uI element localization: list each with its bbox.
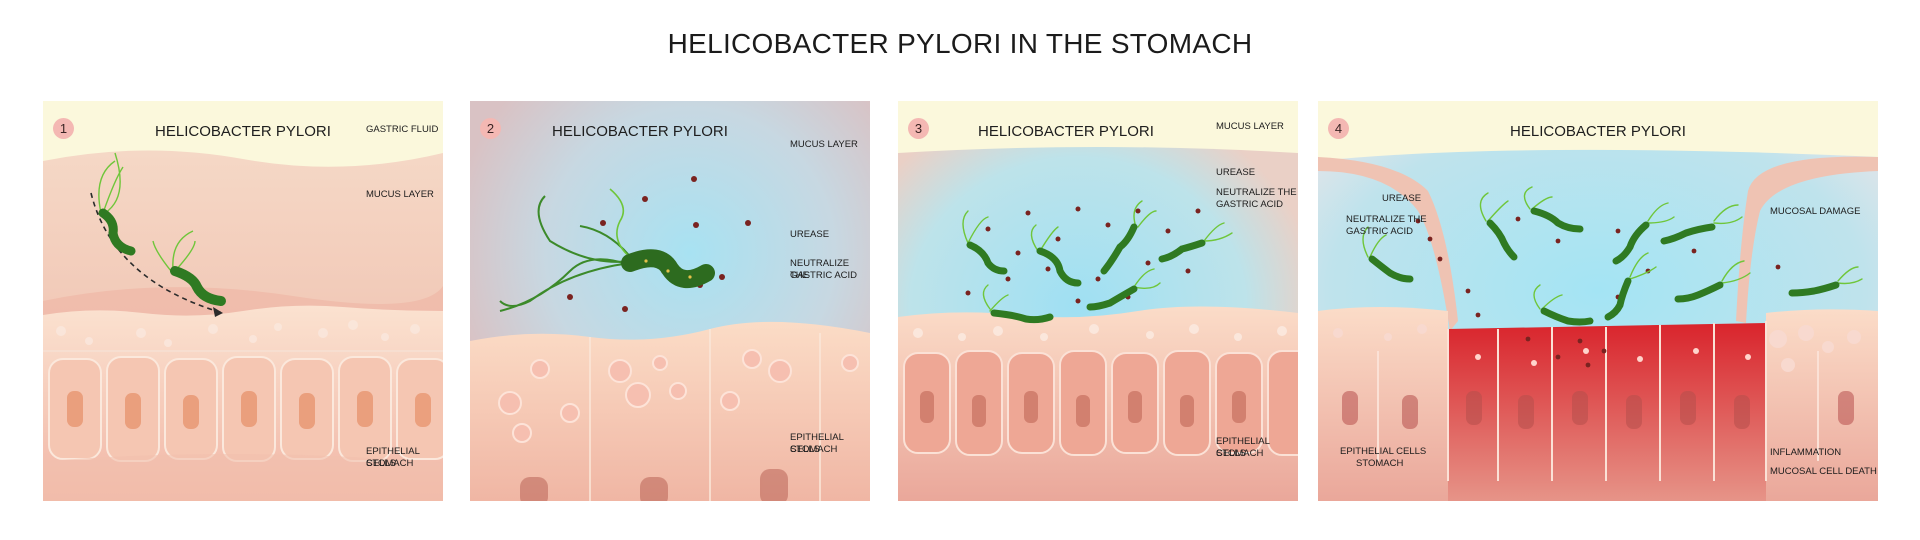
panel-4: 4 HELICOBACTER PYLORI UREASE NEUTRALIZE … — [1318, 101, 1878, 501]
label-gastric-acid: GASTRIC ACID — [790, 270, 858, 281]
movement-arrow-icon — [90, 192, 224, 314]
label-gastric-acid: GASTRIC ACID — [1216, 199, 1284, 210]
step-number-badge: 3 — [908, 118, 929, 139]
label-epithelial-cells: EPITHELIAL CELLS — [1340, 446, 1427, 457]
helicobacter-bacterium-icon — [962, 210, 1008, 275]
urease-dot-icon — [965, 206, 1201, 304]
label-stomach: STOMACH — [1356, 458, 1404, 469]
urease-dot-icon — [1415, 216, 1781, 368]
step-number-badge: 2 — [480, 118, 501, 139]
label-epithelial-cells: EPITHELIAL CELLS — [366, 446, 420, 469]
panel-title: HELICOBACTER PYLORI — [155, 123, 331, 140]
panel-title: HELICOBACTER PYLORI — [552, 123, 728, 140]
label-stomach: STOMACH — [790, 444, 838, 455]
label-stomach: STOMACH — [366, 458, 414, 469]
label-mucus-layer: MUCUS LAYER — [1216, 121, 1284, 132]
helicobacter-bacterium-icon — [1788, 266, 1863, 297]
panel-1: 1 HELICOBACTER PYLORI GASTRIC FLUID MUCU… — [43, 101, 443, 501]
label-gastric-fluid: GASTRIC FLUID — [366, 124, 439, 135]
helicobacter-bacterium-icon — [1674, 260, 1751, 303]
step-number-badge: 1 — [53, 118, 74, 139]
label-neutralize: NEUTRALIZE THE — [1346, 214, 1427, 225]
helicobacter-bacterium-icon — [1612, 202, 1675, 265]
label-neutralize: NEUTRALIZE THE — [1216, 187, 1297, 198]
panel-3-illustration — [898, 101, 1298, 501]
label-urease: UREASE — [1216, 167, 1256, 178]
panel-2: 2 HELICOBACTER PYLORI MUCUS LAYER UREASE… — [470, 101, 870, 501]
helicobacter-bacterium-icon — [1362, 226, 1414, 283]
main-title: HELICOBACTER PYLORI IN THE STOMACH — [667, 28, 1253, 59]
label-inflammation: INFLAMMATION — [1770, 447, 1842, 458]
label-neutralize: NEUTRALIZE THE — [790, 258, 850, 281]
helicobacter-bacterium-icon — [1100, 200, 1157, 275]
label-mucus-layer: MUCUS LAYER — [366, 189, 434, 200]
label-urease: UREASE — [790, 229, 830, 240]
label-mucosal-damage: MUCOSAL DAMAGE — [1770, 206, 1861, 217]
helicobacter-bacterium-icon — [1660, 204, 1743, 245]
panel-title: HELICOBACTER PYLORI — [978, 123, 1154, 140]
helicobacter-bacterium-icon — [1604, 252, 1657, 321]
label-epithelial-cells: EPITHELIAL CELLS — [790, 432, 844, 455]
helicobacter-bacterium-icon — [1479, 192, 1518, 261]
helicobacter-bacterium-icon — [499, 188, 715, 312]
helicobacter-bacterium-icon — [982, 284, 1054, 324]
label-epithelial-cells: EPITHELIAL CELLS — [1216, 436, 1270, 459]
panel-3: 3 HELICOBACTER PYLORI MUCUS LAYER UREASE… — [898, 101, 1298, 501]
panel-4-illustration — [1318, 101, 1878, 501]
panel-title: HELICOBACTER PYLORI — [1510, 123, 1686, 140]
panel-2-illustration — [470, 101, 870, 501]
panel-1-illustration — [43, 101, 443, 501]
helicobacter-bacterium-icon — [152, 230, 226, 306]
epithelial-layer — [43, 305, 443, 501]
helicobacter-bacterium-icon — [1030, 224, 1082, 287]
helicobacter-bacterium-icon — [1523, 186, 1584, 233]
helicobacter-bacterium-icon — [1158, 222, 1233, 263]
helicobacter-bacterium-icon — [1533, 284, 1594, 326]
label-gastric-acid: GASTRIC ACID — [1346, 226, 1414, 237]
label-mucus-layer: MUCUS LAYER — [790, 139, 858, 150]
helicobacter-bacterium-icon — [1086, 268, 1161, 311]
label-stomach: STOMACH — [1216, 448, 1264, 459]
helicobacter-bacterium-icon — [98, 152, 136, 256]
label-urease: UREASE — [1382, 193, 1422, 204]
label-mucosal-cell-death: MUCOSAL CELL DEATH — [1770, 466, 1877, 477]
step-number-badge: 4 — [1328, 118, 1349, 139]
